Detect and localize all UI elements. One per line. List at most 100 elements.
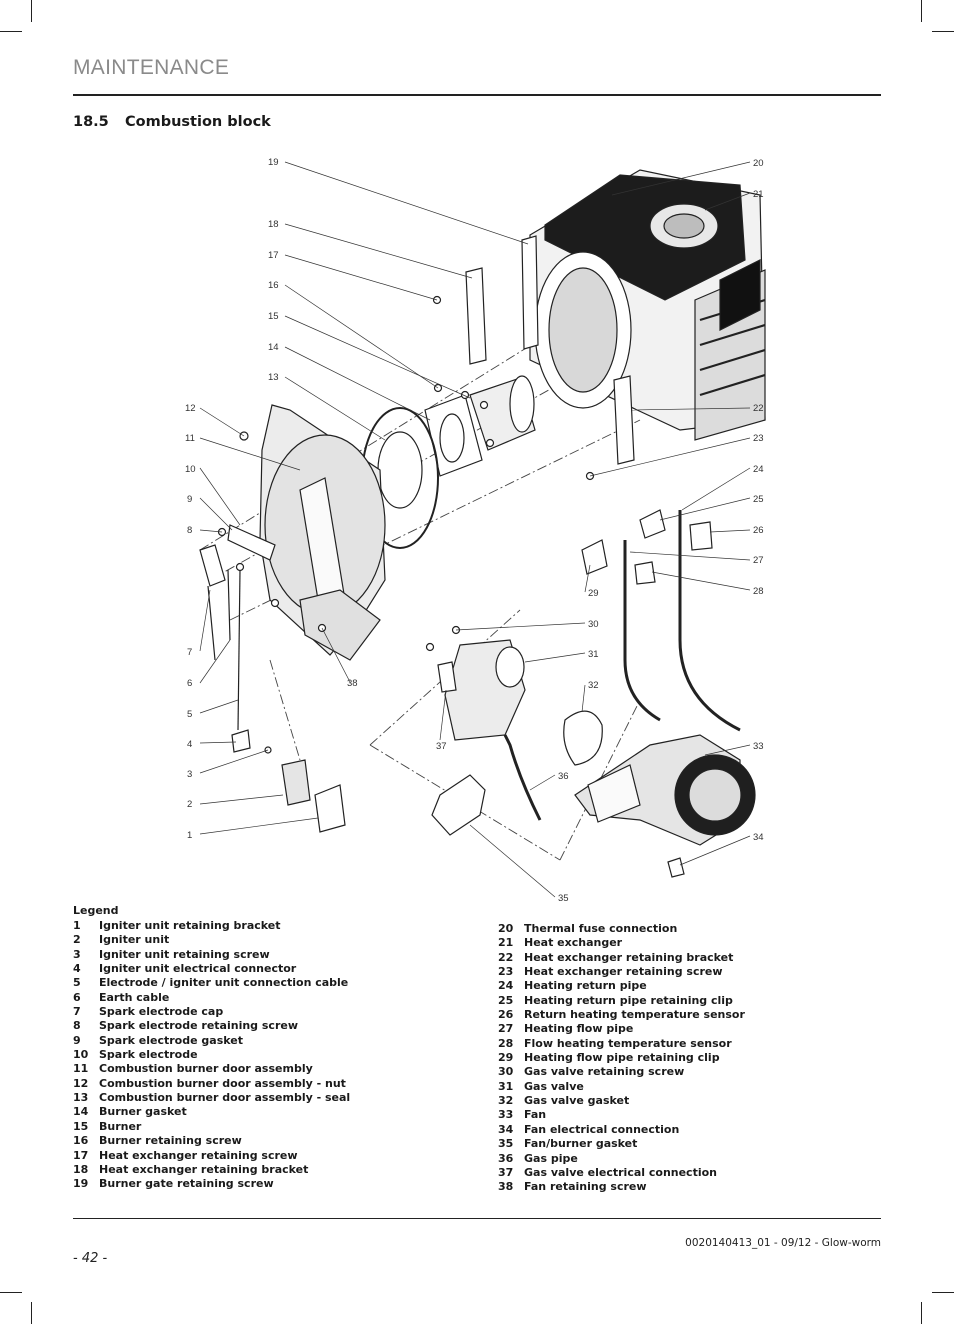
crop-mark: [921, 0, 922, 22]
callout-7: 7: [187, 647, 192, 658]
callout-19: 19: [268, 157, 279, 168]
return-pipe-clip: [639, 509, 666, 539]
callout-10: 10: [185, 464, 196, 475]
callout-32: 32: [588, 680, 599, 691]
gas-pipe: [503, 734, 542, 821]
callout-24: 24: [753, 464, 764, 475]
section-title: Combustion block: [125, 114, 271, 130]
callout-31: 31: [588, 649, 599, 660]
callout-11: 11: [185, 433, 195, 444]
heating-return-pipe: [678, 510, 741, 732]
callout-23: 23: [753, 433, 764, 444]
crop-mark: [0, 1292, 22, 1293]
heat-exchanger-bracket-18: [465, 267, 487, 365]
drawing-parts: [199, 169, 766, 878]
callout-4: 4: [187, 739, 192, 750]
callout-30: 30: [588, 619, 599, 630]
section-heading: 18.5 Combustion block: [73, 114, 271, 130]
footer-rule: [73, 1218, 881, 1219]
callout-3: 3: [187, 769, 192, 780]
callout-15: 15: [268, 311, 279, 322]
header-rule: [73, 94, 881, 96]
door-gasket: [377, 431, 423, 509]
burner-gate-19: [521, 235, 539, 350]
page-number: - 42 -: [73, 1251, 108, 1266]
document-reference: 0020140413_01 - 09/12 - Glow-worm: [685, 1237, 881, 1249]
callout-12: 12: [185, 403, 196, 414]
callout-26: 26: [753, 525, 764, 536]
spark-electrode: [199, 524, 276, 731]
callout-36: 36: [558, 771, 569, 782]
return-sensor: [689, 521, 713, 551]
burner: [469, 375, 536, 451]
callout-29: 29: [588, 588, 599, 599]
heating-flow-pipe: [623, 540, 661, 722]
callout-20: 20: [753, 158, 764, 169]
crop-mark: [921, 1302, 922, 1324]
callout-9: 9: [187, 494, 192, 505]
legend-title: Legend: [73, 904, 119, 917]
callout-37: 37: [436, 741, 447, 752]
callout-38: 38: [347, 678, 358, 689]
section-number: 18.5: [73, 114, 109, 130]
callout-17: 17: [268, 250, 279, 261]
callout-28: 28: [753, 586, 764, 597]
igniter-connector: [231, 729, 251, 753]
page-header-title: MAINTENANCE: [73, 56, 230, 79]
callout-6: 6: [187, 678, 192, 689]
callout-14: 14: [268, 342, 279, 353]
callout-numbers: 1 2 3 4 5 6 7 8 9 10 11 12 13 14 15 16 1…: [185, 157, 764, 904]
callout-8: 8: [187, 525, 192, 536]
callout-2: 2: [187, 799, 192, 810]
callout-35: 35: [558, 893, 569, 904]
callout-21: 21: [753, 189, 764, 200]
callout-13: 13: [268, 372, 279, 383]
gas-valve-connector-37: [437, 661, 457, 693]
flow-sensor: [634, 561, 656, 585]
crop-mark: [932, 1292, 954, 1293]
leader-lines: [199, 161, 751, 898]
crop-mark: [31, 0, 32, 22]
crop-mark: [31, 1302, 32, 1324]
screws: [217, 295, 595, 754]
fan-connector-34: [667, 857, 685, 878]
fan-burner-gasket: [431, 774, 486, 836]
heat-exchanger: [529, 169, 766, 441]
callout-5: 5: [187, 709, 192, 720]
igniter-bracket: [314, 784, 346, 833]
callout-25: 25: [753, 494, 764, 505]
crop-mark: [932, 31, 954, 32]
igniter-unit: [281, 759, 311, 806]
callout-18: 18: [268, 219, 279, 230]
fan: [574, 734, 756, 846]
